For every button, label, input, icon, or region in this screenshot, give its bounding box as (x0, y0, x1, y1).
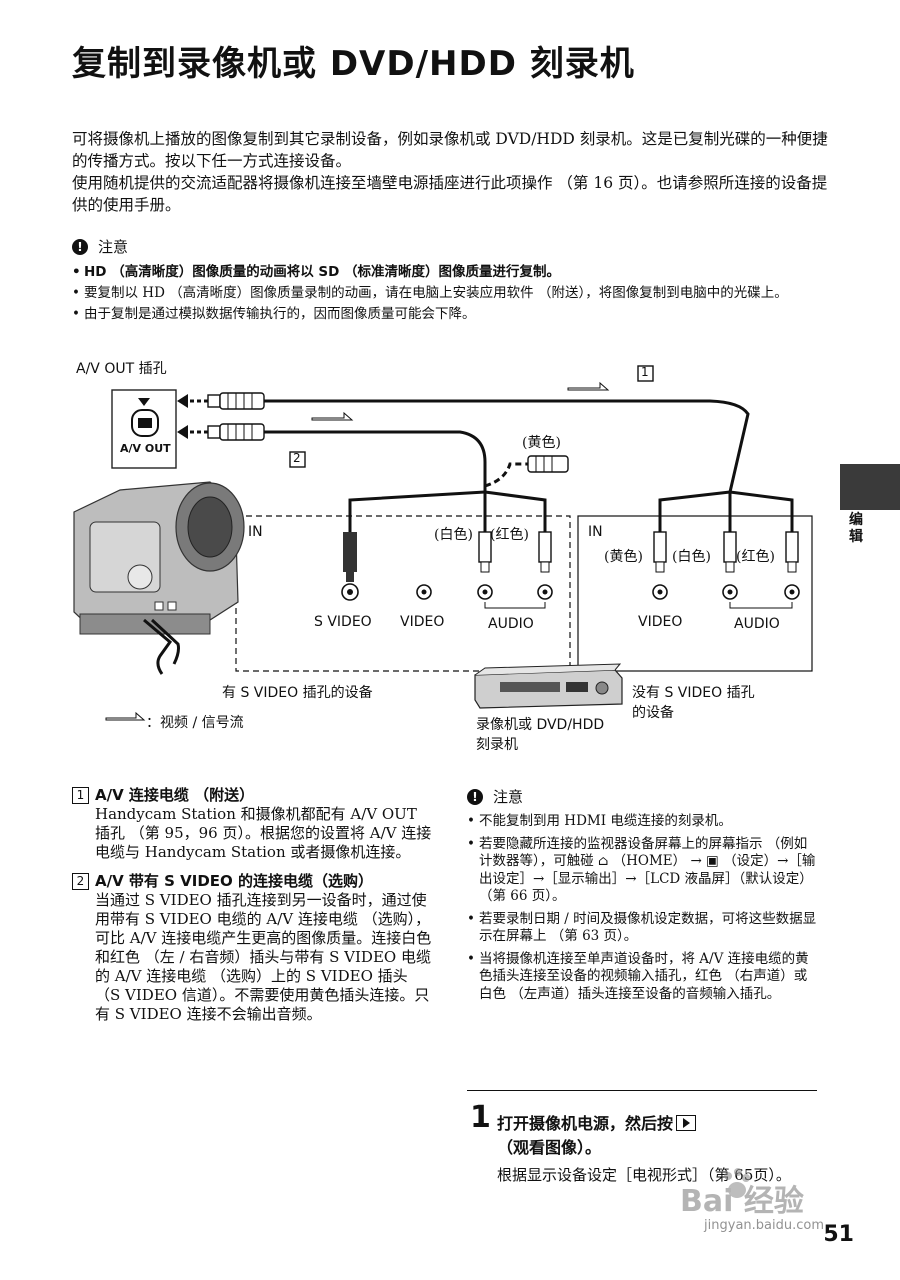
note-list: 不能复制到用 HDMI 电缆连接的刻录机。 若要隐藏所连接的监视器设备屏幕上的屏… (467, 813, 819, 1003)
item-text: Handycam Station 和摄像机都配有 A/V OUT 插孔 （第 9… (95, 805, 432, 861)
note-item: 由于复制是通过模拟数据传输执行的，因而图像质量可能会下降。 (72, 305, 812, 323)
note-heading-text: 注意 (98, 238, 129, 256)
yellow-plug-icon (653, 531, 667, 563)
note-section-bottom: ! 注意 不能复制到用 HDMI 电缆连接的刻录机。 若要隐藏所连接的监视器设备… (467, 786, 819, 1008)
cable-descriptions: 1 A/V 连接电缆 （附送） Handycam Station 和摄像机都配有… (72, 786, 432, 1034)
item-title: A/V 连接电缆 （附送） (95, 786, 255, 804)
non-svideo-device-label-2: 的设备 (632, 705, 674, 721)
yellow-plug-icon (527, 455, 569, 473)
svideo-device-label: 有 S VIDEO 插孔的设备 (222, 685, 373, 701)
red-plug-icon (538, 531, 552, 563)
note-list: HD （高清晰度）图像质量的动画将以 SD （标准清晰度）图像质量进行复制。 要… (72, 263, 812, 323)
white-plug-icon (723, 531, 737, 563)
arrow-icon (177, 394, 188, 408)
note-heading: ! 注意 (467, 786, 819, 807)
play-icon (676, 1115, 697, 1131)
note-item: HD （高清晰度）图像质量的动画将以 SD （标准清晰度）图像质量进行复制。 (72, 263, 812, 281)
connection-diagram-svg (73, 365, 813, 721)
recorder-label-1: 录像机或 DVD/HDD (476, 717, 605, 733)
item-number: 1 (72, 787, 89, 804)
non-svideo-device-frame (577, 515, 813, 672)
av-out-jack-label: A/V OUT 插孔 (76, 361, 167, 377)
in-label-right: IN (588, 524, 603, 540)
watermark-url: jingyan.baidu.com (704, 1218, 824, 1233)
cable-1-number: 1 (641, 365, 649, 379)
step-title-part-2: （观看图像）。 (497, 1138, 602, 1157)
item-text: 当通过 S VIDEO 插孔连接到另一设备时，通过使用带有 S VIDEO 电缆… (95, 891, 432, 1023)
list-item: 1 A/V 连接电缆 （附送） Handycam Station 和摄像机都配有… (72, 786, 432, 862)
cable-2-number: 2 (293, 451, 301, 465)
recorder-label-2: 刻录机 (476, 737, 518, 753)
red-label: (红色) (490, 527, 529, 543)
cable-2-label-box (289, 451, 306, 468)
note-heading-text: 注意 (493, 788, 524, 806)
intro-text: 可将摄像机上播放的图像复制到其它录制设备，例如录像机或 DVD/HDD 刻录机。… (72, 128, 832, 216)
white-label: (白色) (672, 549, 711, 565)
red-label: (红色) (736, 549, 775, 565)
svideo-plug-icon (343, 532, 357, 572)
video-jack-label: VIDEO (638, 614, 683, 630)
list-item: 2 A/V 带有 S VIDEO 的连接电缆（选购） 当通过 S VIDEO 插… (72, 872, 432, 1024)
arrow-icon (177, 425, 188, 439)
note-heading: ! 注意 (72, 236, 812, 257)
plug-icon (207, 425, 221, 439)
chapter-tab-label: 编辑 (849, 512, 863, 545)
connection-diagram: A/V OUT 插孔 A/V OUT 1 2 (黄色) IN IN (白色) (… (60, 352, 820, 762)
audio-jack-label: AUDIO (734, 616, 780, 632)
video-jack-label: VIDEO (400, 614, 445, 630)
item-title: A/V 带有 S VIDEO 的连接电缆（选购） (95, 872, 374, 890)
page-number: 51 (823, 1222, 854, 1247)
audio-jack-label: AUDIO (488, 616, 534, 632)
step-title-part-1: 打开摄像机电源，然后按 (497, 1114, 674, 1133)
note-section-top: ! 注意 HD （高清晰度）图像质量的动画将以 SD （标准清晰度）图像质量进行… (72, 236, 812, 326)
note-item: 要复制以 HD （高清晰度）图像质量录制的动画，请在电脑上安装应用软件 （附送）… (72, 284, 812, 302)
step-title: 打开摄像机电源，然后按 （观看图像）。 (497, 1112, 817, 1160)
camcorder-illustration (73, 481, 245, 675)
yellow-label: (黄色) (604, 549, 643, 565)
signal-flow-legend: ：视频 / 信号流 (146, 715, 244, 731)
note-item: 不能复制到用 HDMI 电缆连接的刻录机。 (467, 813, 819, 831)
warning-icon: ! (467, 788, 483, 805)
step-description: 根据显示设备设定［电视形式］（第 65页）。 (497, 1166, 791, 1184)
warning-icon: ! (72, 238, 88, 255)
note-item: 若要录制日期 / 时间及摄像机设定数据，可将这些数据显示在屏幕上 （第 63 页… (467, 911, 819, 946)
yellow-label: (黄色) (522, 435, 561, 451)
baidu-paw-icon (724, 1168, 750, 1198)
note-item: 当将摄像机连接至单声道设备时，将 A/V 连接电缆的黄色插头连接至设备的视频输入… (467, 951, 819, 1004)
recorder-illustration (474, 663, 623, 709)
plug-icon (207, 394, 221, 408)
baidu-watermark-logo: Bai 经验 (680, 1162, 832, 1219)
red-plug-icon (785, 531, 799, 563)
white-label: (白色) (434, 527, 473, 543)
intro-paragraph-1: 可将摄像机上播放的图像复制到其它录制设备，例如录像机或 DVD/HDD 刻录机。… (72, 130, 828, 170)
note-item: 若要隐藏所连接的监视器设备屏幕上的屏幕指示 （例如计数器等），可触碰 ⌂ （HO… (467, 836, 819, 906)
watermark-text: Bai 经验 (680, 1184, 804, 1219)
section-divider (467, 1090, 817, 1091)
chapter-tab (840, 464, 900, 510)
step-number: 1 (470, 1100, 491, 1135)
svideo-jack-label: S VIDEO (314, 614, 372, 630)
jack-arrow-icon (138, 398, 150, 406)
intro-paragraph-2: 使用随机提供的交流适配器将摄像机连接至墙壁电源插座进行此项操作 （第 16 页）… (72, 174, 828, 214)
signal-flow-arrow-icon (105, 711, 146, 721)
jack-label: A/V OUT (120, 442, 171, 455)
non-svideo-device-label-1: 没有 S VIDEO 插孔 (632, 685, 755, 701)
item-number: 2 (72, 873, 89, 890)
cable-1-label-box (637, 365, 654, 382)
page-title: 复制到录像机或 DVD/HDD 刻录机 (72, 44, 635, 84)
in-label-left: IN (248, 524, 263, 540)
